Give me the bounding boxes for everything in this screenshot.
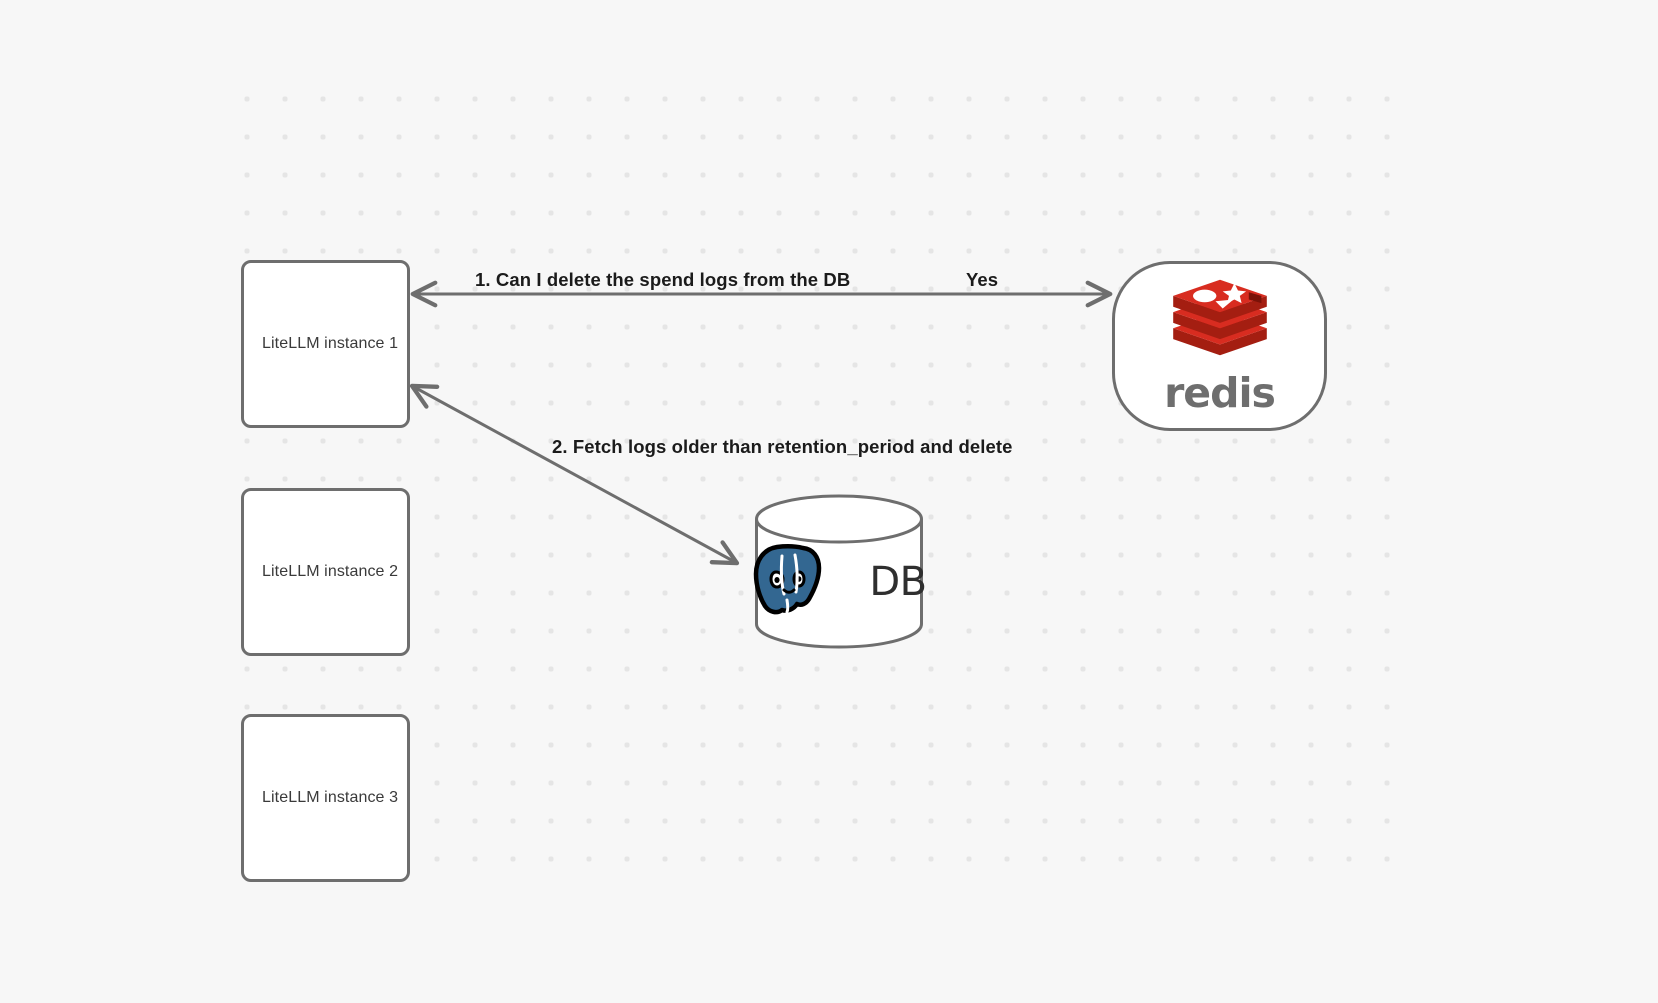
redis-logo-icon — [1166, 276, 1274, 373]
db-label-text: DB — [869, 558, 927, 605]
edge-label-step-2: 2. Fetch logs older than retention_perio… — [552, 436, 1013, 457]
edge-label-step-1: 1. Can I delete the spend logs from the … — [475, 269, 851, 290]
node-label: LiteLLM instance 3 — [262, 789, 399, 806]
edge-label-step-1-response: Yes — [966, 269, 999, 290]
node-litellm-instance-3[interactable]: LiteLLM instance 3 — [241, 714, 410, 882]
edge-litellm1-db — [409, 383, 740, 566]
node-postgres-db[interactable]: DB — [751, 493, 927, 650]
postgresql-elephant-icon — [751, 542, 823, 621]
node-litellm-instance-1[interactable]: LiteLLM instance 1 — [241, 260, 410, 428]
node-label: LiteLLM instance 1 — [262, 335, 399, 352]
node-label: LiteLLM instance 2 — [262, 563, 399, 580]
node-litellm-instance-2[interactable]: LiteLLM instance 2 — [241, 488, 410, 656]
redis-wordmark: redis — [1164, 368, 1276, 417]
node-redis[interactable]: redis — [1112, 261, 1327, 431]
